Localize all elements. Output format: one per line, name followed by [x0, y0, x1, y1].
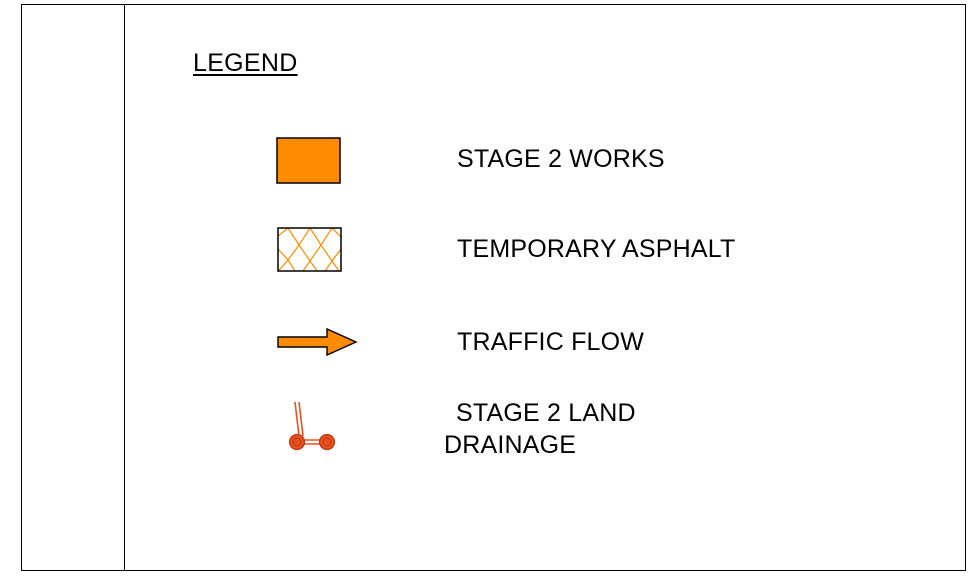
legend-label-line-2: DRAINAGE: [444, 431, 577, 459]
legend-label-stage2-works: STAGE 2 WORKS: [457, 145, 665, 173]
legend-label-traffic-flow: TRAFFIC FLOW: [457, 328, 645, 356]
orange-filled-rectangle-icon: [276, 137, 341, 184]
crosshatch-rectangle-icon: [277, 227, 342, 272]
traffic-arrow-icon: [277, 327, 358, 357]
frame-divider: [124, 4, 125, 571]
legend-title: LEGEND: [193, 49, 298, 77]
legend-label-line-1: STAGE 2 LAND: [456, 399, 636, 427]
drawing-frame: [21, 4, 966, 571]
legend-label-temporary-asphalt: TEMPORARY ASPHALT: [457, 235, 736, 263]
land-drainage-icon: [288, 401, 336, 451]
legend-label-stage2-land-drainage: STAGE 2 LAND DRAINAGE: [444, 397, 636, 461]
